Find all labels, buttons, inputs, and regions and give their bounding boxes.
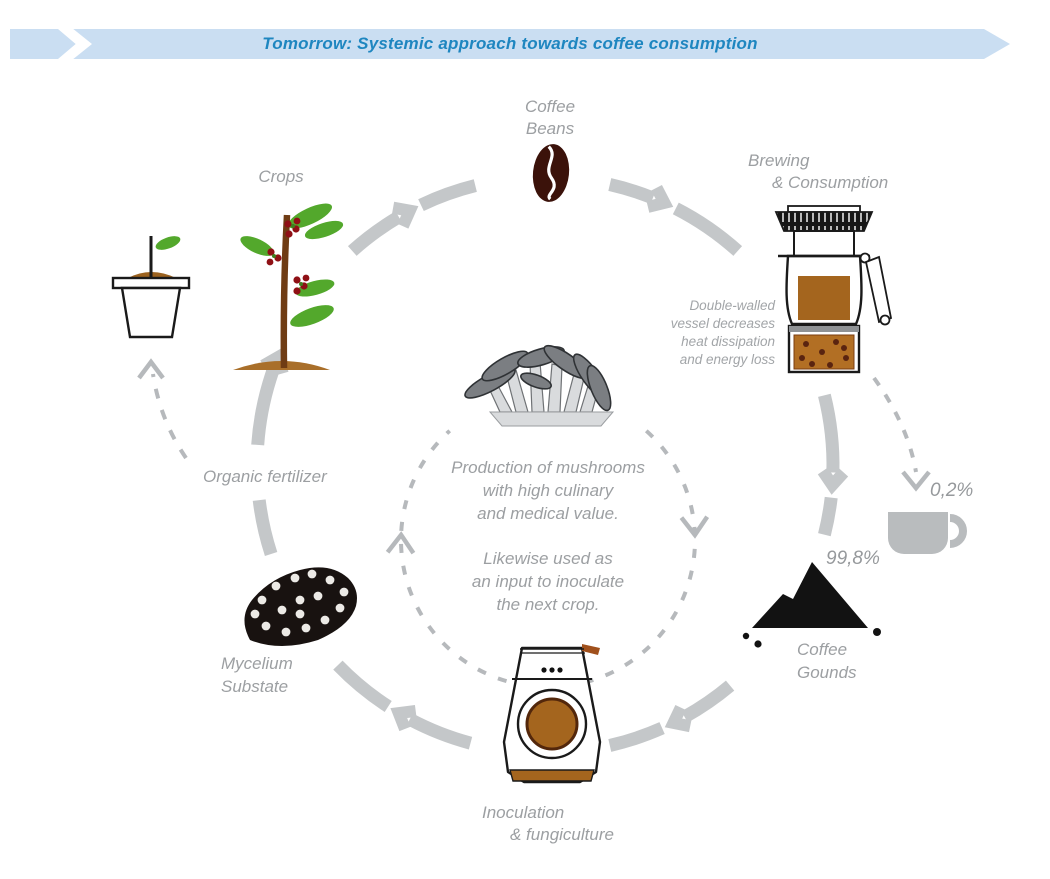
coffee-grounds-pile-icon bbox=[742, 562, 881, 648]
flow-arc bbox=[406, 713, 473, 750]
mushrooms-tray-icon bbox=[464, 344, 615, 427]
label-line: Coffee bbox=[524, 97, 576, 116]
label-crops: Crops bbox=[231, 166, 331, 188]
label-inoculation: Inoculation & fungiculture bbox=[482, 802, 614, 846]
text-line: Production of mushrooms bbox=[451, 458, 645, 477]
label-brewing: Brewing & Consumption bbox=[748, 150, 928, 194]
flow-arc bbox=[252, 499, 278, 557]
value-grounds-percent: 99,8% bbox=[826, 548, 880, 569]
flow-arc bbox=[818, 393, 840, 473]
note-line: Double-walled bbox=[689, 298, 775, 313]
coffee-cup-icon bbox=[888, 512, 967, 554]
label-line: Inoculation bbox=[482, 803, 565, 822]
label-line: Beans bbox=[525, 119, 575, 138]
center-text-block: Production of mushrooms with high culina… bbox=[398, 456, 698, 616]
label-line: Brewing bbox=[748, 151, 810, 170]
dashed-path bbox=[151, 373, 188, 460]
coffee-plant-icon bbox=[233, 203, 344, 370]
flow-chevron bbox=[392, 201, 419, 229]
banner-title: Tomorrow: Systemic approach towards coff… bbox=[262, 34, 758, 53]
dashed-path bbox=[872, 376, 918, 473]
center-paragraph-1: Production of mushrooms with high culina… bbox=[398, 456, 698, 525]
dashed-arrow-to-pot bbox=[137, 358, 188, 460]
center-paragraph-2: Likewise used as an input to inoculate t… bbox=[398, 547, 698, 616]
note-line: heat dissipation bbox=[681, 334, 775, 349]
flow-arc bbox=[251, 364, 281, 446]
coffee-bean-icon bbox=[532, 144, 570, 202]
flow-chevron bbox=[646, 185, 674, 213]
flow-arc bbox=[608, 722, 665, 752]
text-line: and medical value. bbox=[477, 504, 619, 523]
label-line: Substate bbox=[221, 677, 289, 696]
label-line: Organic fertilizer bbox=[203, 467, 327, 486]
dashed-arrowhead-up bbox=[385, 531, 416, 555]
french-press-icon bbox=[774, 205, 893, 374]
label-line: Mycelium bbox=[221, 654, 293, 673]
label-line: & fungiculture bbox=[510, 825, 614, 844]
flow-arc bbox=[608, 178, 656, 205]
value-cup-percent: 0,2% bbox=[930, 480, 974, 501]
dashed-arrow-to-cup bbox=[872, 376, 931, 492]
flow-arc bbox=[672, 202, 743, 256]
text-line: with high culinary bbox=[482, 481, 614, 500]
label-mycelium: Mycelium Substate bbox=[221, 652, 293, 698]
label-coffee-grounds: Coffee Gounds bbox=[797, 638, 857, 684]
text-line: an input to inoculate bbox=[471, 572, 625, 591]
flow-arc bbox=[681, 680, 735, 723]
flow-chevron bbox=[817, 467, 849, 495]
note-double-walled: Double-walled vessel decreases heat diss… bbox=[610, 297, 775, 369]
label-line: Coffee bbox=[797, 640, 848, 659]
label-coffee-beans: Coffee Beans bbox=[490, 96, 610, 140]
text-line: the next crop. bbox=[496, 595, 600, 614]
note-line: and energy loss bbox=[679, 352, 775, 367]
dashed-arrowhead-up bbox=[137, 358, 165, 380]
banner-ribbon: Tomorrow: Systemic approach towards coff… bbox=[10, 29, 1010, 59]
flow-arc bbox=[818, 496, 838, 537]
potted-sprout-icon bbox=[111, 236, 191, 339]
label-line: Gounds bbox=[797, 663, 857, 682]
text-line: Likewise used as bbox=[483, 549, 613, 568]
dashed-arrowhead-down bbox=[679, 515, 710, 539]
flow-arc bbox=[347, 211, 403, 256]
flow-arc bbox=[418, 179, 477, 211]
label-line: & Consumption bbox=[772, 173, 889, 192]
note-line: vessel decreases bbox=[670, 316, 775, 331]
flow-chevron bbox=[664, 705, 692, 733]
label-organic-fertilizer: Organic fertilizer bbox=[203, 466, 343, 488]
mycelium-substrate-icon bbox=[244, 567, 357, 646]
flow-arc bbox=[333, 660, 392, 712]
flow-chevron bbox=[390, 704, 417, 732]
inoculation-machine-icon bbox=[502, 644, 602, 784]
label-line: Crops bbox=[258, 167, 304, 186]
dashed-arrowhead-down bbox=[901, 470, 931, 492]
